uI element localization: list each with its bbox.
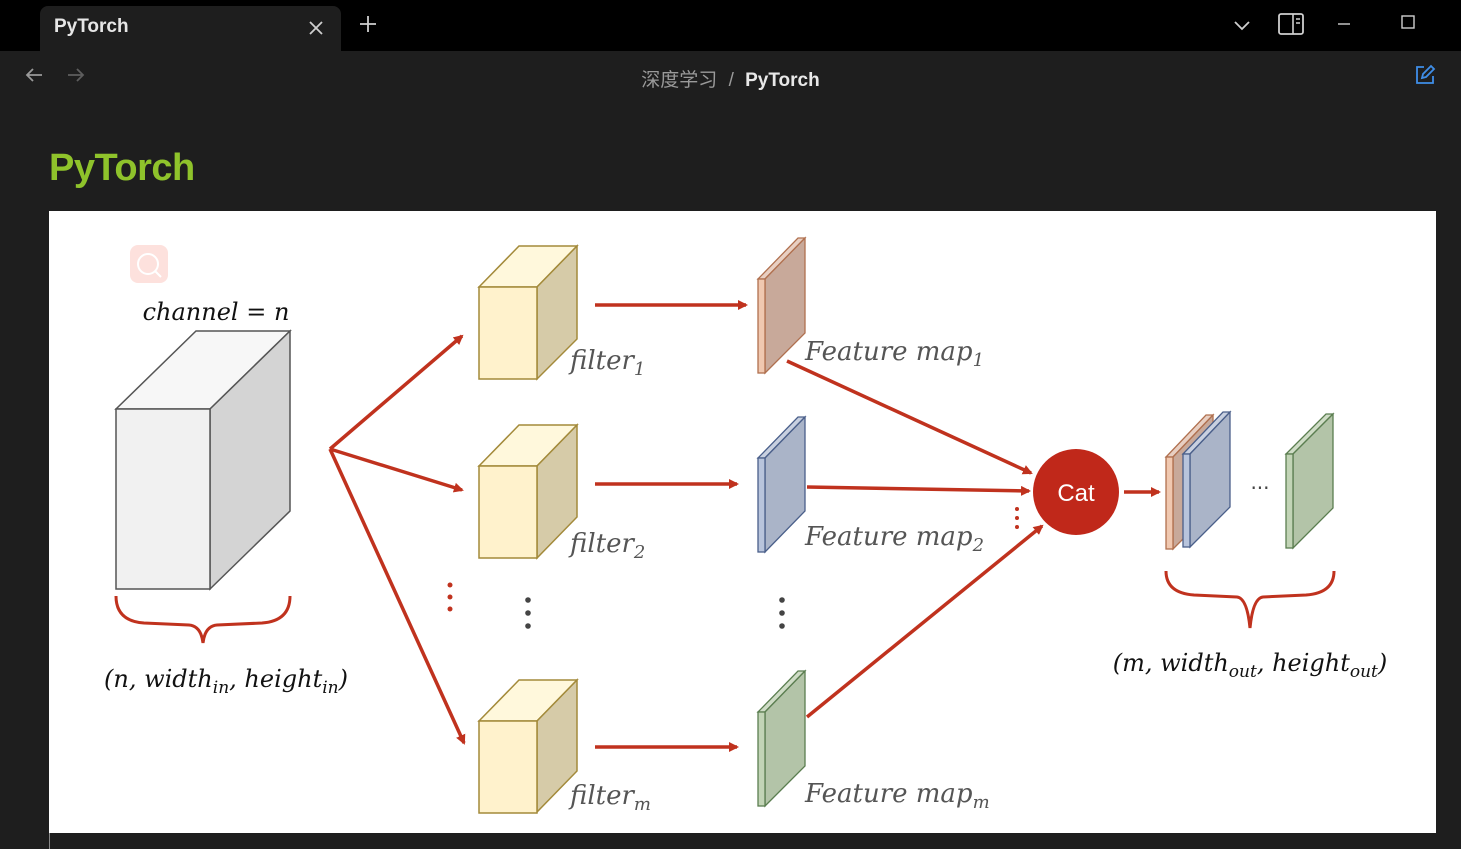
tab-bar: PyTorch [0, 0, 1461, 51]
output-ellipsis: ··· [1250, 476, 1269, 500]
content-edge-line [49, 833, 50, 849]
concat-arrows [786, 359, 1044, 719]
input-cube [114, 329, 292, 591]
chevron-down-icon[interactable] [1230, 13, 1254, 37]
cat-label: Cat [1057, 480, 1095, 507]
breadcrumb-current[interactable]: PyTorch [745, 70, 820, 91]
fan-out-arrows [328, 334, 466, 745]
tab-title: PyTorch [54, 16, 129, 37]
feature-map-1 [756, 236, 807, 375]
figure-image: channel = n (n, widthin, heightin) [49, 211, 1436, 833]
vertical-ellipsis-group [447, 507, 1019, 629]
plus-icon[interactable] [356, 12, 380, 36]
minimize-icon[interactable] [1332, 12, 1356, 36]
sidebar-toggle-icon[interactable] [1276, 10, 1306, 38]
tab-pytorch[interactable]: PyTorch [40, 6, 341, 51]
edit-icon[interactable] [1412, 62, 1438, 88]
maximize-icon[interactable] [1396, 10, 1420, 34]
search-icon[interactable] [130, 245, 168, 283]
close-icon[interactable] [304, 16, 328, 40]
feature-map-label-1: Feature map1 [804, 337, 984, 371]
output-brace [1164, 570, 1336, 629]
feature-map-m [756, 669, 807, 808]
filter-cube-m [477, 678, 579, 814]
filter-arrows [595, 300, 748, 752]
arrow-left-icon[interactable] [22, 63, 46, 87]
filter-label-1: filter1 [568, 346, 645, 380]
input-dims-label: (n, widthin, heightin) [104, 665, 348, 698]
breadcrumb-separator: / [728, 70, 734, 91]
page-title: PyTorch [49, 147, 195, 189]
nav-bar: 深度学习 / PyTorch [0, 51, 1461, 103]
filter-cube-2 [477, 423, 579, 560]
feature-map-label-2: Feature map2 [804, 522, 984, 556]
filter-label-2: filter2 [568, 529, 645, 563]
breadcrumb-parent[interactable]: 深度学习 [641, 70, 718, 91]
input-brace [114, 595, 292, 644]
feature-map-2 [756, 415, 807, 554]
cat-node: Cat [1033, 449, 1119, 535]
feature-map-label-m: Feature mapm [804, 779, 990, 813]
output-dims-label: (m, widthout, heightout) [1113, 649, 1388, 682]
filter-label-m: filterm [568, 781, 651, 815]
channel-label: channel = n [143, 298, 290, 326]
output-stack [1164, 410, 1335, 551]
arrow-right-icon[interactable] [64, 63, 88, 87]
breadcrumb: 深度学习 / PyTorch [0, 65, 1461, 92]
filter-cube-1 [477, 244, 579, 381]
